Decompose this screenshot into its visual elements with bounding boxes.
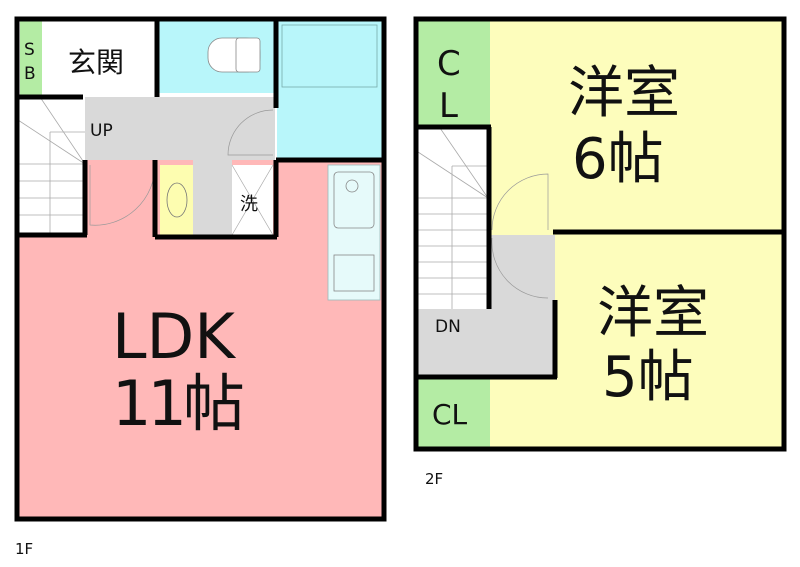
door-swing-room5 bbox=[491, 237, 549, 299]
stair-steps-2f bbox=[417, 127, 489, 309]
shoe-box-label-2: B bbox=[24, 64, 36, 84]
floor-1-label: 1F bbox=[15, 540, 33, 558]
floor-1: S B 玄関 UP 洗 LDK 11帖 1F bbox=[14, 16, 387, 558]
hall-dn-label: DN bbox=[435, 317, 461, 337]
hall-up-label: UP bbox=[90, 121, 113, 141]
door-swing-bath bbox=[227, 109, 274, 156]
entrance bbox=[42, 20, 155, 95]
bathroom bbox=[277, 20, 382, 160]
western-room-6 bbox=[490, 20, 782, 232]
laundry-cross bbox=[231, 164, 274, 236]
walls-2f bbox=[413, 16, 787, 452]
entrance-label: 玄関 bbox=[68, 46, 124, 79]
closet-top bbox=[418, 20, 490, 126]
stairs-2f bbox=[418, 128, 488, 309]
hall-1f bbox=[85, 97, 275, 160]
basin-icon bbox=[166, 182, 188, 218]
closet-bottom-label: CL bbox=[432, 398, 468, 431]
room6-label: 洋室 bbox=[568, 61, 680, 126]
hall-1f-corridor bbox=[193, 160, 232, 235]
vanity bbox=[160, 165, 193, 235]
bathtub bbox=[281, 24, 378, 88]
room6-size-label: 6帖 bbox=[572, 127, 664, 192]
stair-steps-1f bbox=[17, 96, 86, 235]
walls-1f bbox=[14, 16, 387, 522]
closet-top-label-2: L bbox=[439, 86, 458, 126]
laundry-label: 洗 bbox=[240, 194, 258, 215]
sink-icon bbox=[333, 171, 375, 229]
room5-size-label: 5帖 bbox=[602, 345, 694, 410]
kitchen-counter bbox=[327, 164, 381, 301]
closet-bottom bbox=[418, 378, 490, 447]
stove-icon bbox=[333, 254, 375, 292]
door-swing-room6 bbox=[491, 173, 549, 231]
floor-2-label: 2F bbox=[425, 470, 443, 488]
room5-label: 洋室 bbox=[597, 281, 709, 346]
toilet-icon bbox=[207, 37, 261, 73]
ldk-size-label: 11帖 bbox=[112, 367, 243, 440]
shoe-box-label-1: S bbox=[24, 40, 35, 60]
closet-top-label-1: C bbox=[437, 44, 461, 84]
stairs-1f bbox=[18, 97, 85, 235]
ldk-label: LDK bbox=[112, 300, 236, 373]
floor-2: C L DN CL 洋室 6帖 洋室 5帖 2F bbox=[413, 16, 787, 488]
shoe-box bbox=[20, 20, 42, 95]
drain-icon bbox=[345, 179, 359, 193]
